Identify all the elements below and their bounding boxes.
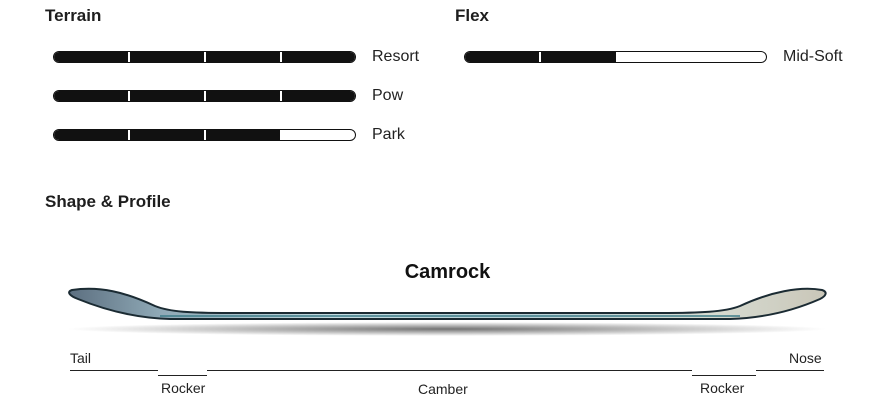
bar-tick bbox=[280, 52, 282, 62]
rocker-right-line bbox=[692, 375, 756, 376]
tail-label: Tail bbox=[70, 350, 92, 366]
snowboard-profile-image bbox=[67, 287, 827, 336]
terrain-row-resort: Resort bbox=[53, 48, 433, 65]
rocker-right-label: Rocker bbox=[700, 380, 745, 396]
bar-tick bbox=[128, 130, 130, 140]
bar-tick bbox=[539, 52, 541, 62]
flex-label: Mid-Soft bbox=[783, 48, 843, 65]
bar-tick bbox=[204, 130, 206, 140]
snowboard-shape bbox=[68, 287, 827, 320]
terrain-bar-fill bbox=[54, 130, 280, 140]
terrain-label-park: Park bbox=[372, 126, 405, 143]
terrain-bar-pow bbox=[53, 90, 356, 102]
nose-line bbox=[756, 370, 824, 371]
bar-tick bbox=[280, 91, 282, 101]
terrain-bar-resort bbox=[53, 51, 356, 63]
rocker-left-label: Rocker bbox=[161, 380, 206, 396]
terrain-label-pow: Pow bbox=[372, 87, 404, 104]
bar-tick bbox=[128, 52, 130, 62]
terrain-row-pow: Pow bbox=[53, 87, 433, 104]
flex-heading: Flex bbox=[455, 6, 490, 25]
shape-heading: Shape & Profile bbox=[45, 192, 171, 211]
rocker-left-line bbox=[158, 375, 207, 376]
bar-tick bbox=[204, 91, 206, 101]
terrain-row-park: Park bbox=[53, 126, 433, 143]
board-shadow bbox=[67, 322, 827, 336]
tail-line bbox=[70, 370, 158, 371]
bar-tick bbox=[128, 91, 130, 101]
camber-line bbox=[207, 370, 692, 371]
terrain-heading: Terrain bbox=[45, 6, 102, 25]
camber-label: Camber bbox=[418, 381, 468, 397]
bar-tick bbox=[204, 52, 206, 62]
terrain-label-resort: Resort bbox=[372, 48, 420, 65]
flex-row: Mid-Soft bbox=[464, 48, 864, 65]
terrain-bar-park bbox=[53, 129, 356, 141]
flex-bar bbox=[464, 51, 767, 63]
nose-label: Nose bbox=[789, 350, 822, 366]
profile-name: Camrock bbox=[404, 261, 491, 283]
